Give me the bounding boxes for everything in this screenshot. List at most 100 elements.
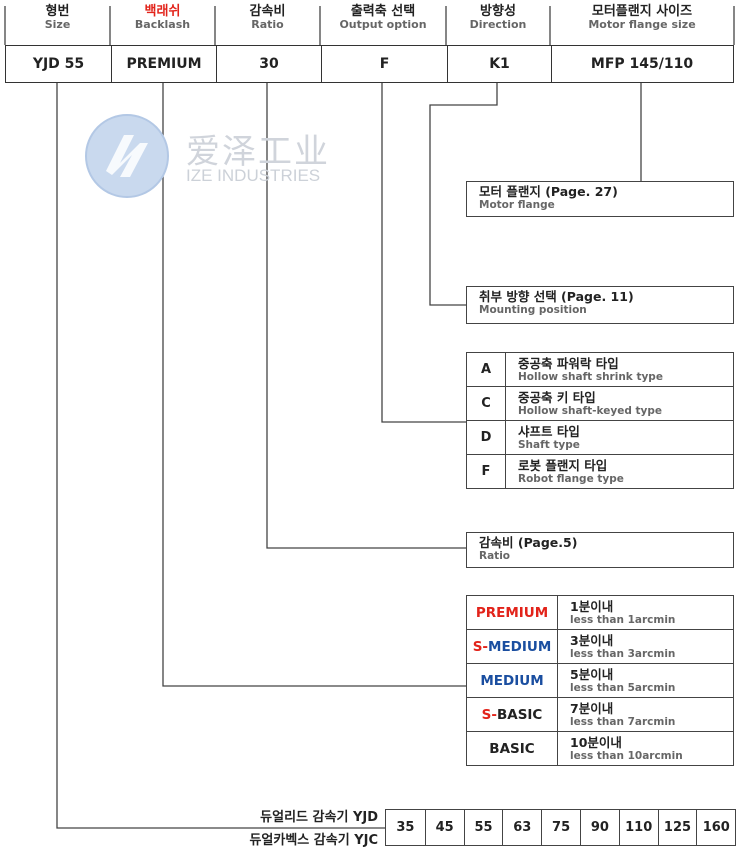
backlash-grade: S-MEDIUM	[466, 629, 558, 664]
value-output: F	[321, 46, 447, 82]
header-motor-flange-subtitle: Motor flange size	[588, 18, 696, 31]
backlash-grade: PREMIUM	[466, 595, 558, 630]
output-option-desc: 샤프트 타입 Shaft type	[505, 420, 734, 455]
output-option-subtitle: Hollow shaft-keyed type	[518, 404, 662, 417]
output-option-subtitle: Robot flange type	[518, 472, 624, 485]
size-value: 45	[424, 810, 464, 845]
backlash-grade-name: MEDIUM	[488, 638, 552, 655]
output-option-desc: 로봇 플랜지 타입 Robot flange type	[505, 454, 734, 489]
value-backlash: PREMIUM	[111, 46, 216, 82]
backlash-grade: S-BASIC	[466, 697, 558, 732]
size-value: 160	[696, 810, 735, 845]
header-ratio-title: 감속비	[249, 4, 286, 19]
mounting-box: 취부 방향 선택 (Page. 11) Mounting position	[466, 286, 734, 324]
backlash-row: S-BASIC 7분이내 less than 7arcmin	[466, 697, 734, 732]
backlash-grade-prefix: S-	[481, 706, 497, 723]
motor-flange-title: 모터 플랜지 (Page. 27)	[479, 184, 618, 199]
connector-backlash	[162, 83, 466, 687]
backlash-subtitle: less than 5arcmin	[570, 681, 676, 694]
backlash-title: 10분이내	[570, 734, 622, 750]
output-option-title: 샤프트 타입	[518, 423, 580, 439]
mounting-title: 취부 방향 선택 (Page. 11)	[479, 289, 634, 304]
backlash-title: 1분이내	[570, 598, 614, 614]
backlash-row: BASIC 10분이내 less than 10arcmin	[466, 731, 734, 766]
header-backlash-title: 백래쉬	[144, 4, 181, 19]
size-value: 55	[463, 810, 503, 845]
backlash-row: MEDIUM 5분이내 less than 5arcmin	[466, 663, 734, 698]
backlash-grade: MEDIUM	[466, 663, 558, 698]
output-option-code: A	[466, 352, 506, 387]
output-option-row: C 중공축 키 타입 Hollow shaft-keyed type	[466, 386, 734, 421]
backlash-table: PREMIUM 1분이내 less than 1arcmin S-MEDIUM …	[466, 595, 734, 766]
ratio-subtitle: Ratio	[479, 550, 511, 562]
series-label-yjd: 듀얼리드 감속기 YJD	[260, 810, 378, 825]
header-motor-flange: 모터플랜지 사이즈 Motor flange size	[550, 4, 734, 44]
output-option-row: A 중공축 파워락 타입 Hollow shaft shrink type	[466, 352, 734, 387]
value-ratio: 30	[216, 46, 321, 82]
backlash-grade-name: BASIC	[489, 740, 535, 757]
output-option-table: A 중공축 파워락 타입 Hollow shaft shrink type C …	[466, 352, 734, 489]
backlash-subtitle: less than 1arcmin	[570, 613, 676, 626]
backlash-desc: 1분이내 less than 1arcmin	[557, 595, 734, 630]
size-values-row: 35 45 55 63 75 90 110 125 160	[385, 809, 737, 846]
size-value: 110	[618, 810, 658, 845]
header-size: 형번 Size	[5, 4, 110, 44]
ratio-box: 감속비 (Page.5) Ratio	[466, 532, 734, 568]
header-motor-flange-title: 모터플랜지 사이즈	[591, 4, 693, 19]
output-option-code: F	[466, 454, 506, 489]
output-option-subtitle: Hollow shaft shrink type	[518, 370, 663, 383]
backlash-subtitle: less than 7arcmin	[570, 715, 676, 728]
watermark-logo-icon	[84, 113, 170, 199]
backlash-grade-name: PREMIUM	[475, 604, 549, 621]
size-value: 35	[396, 820, 415, 835]
backlash-grade-name: MEDIUM	[480, 672, 544, 689]
output-option-title: 로봇 플랜지 타입	[518, 457, 608, 473]
header-direction: 방향성 Direction	[446, 4, 550, 44]
size-value: 75	[541, 810, 580, 845]
value-direction: K1	[447, 46, 551, 82]
ratio-title: 감속비 (Page.5)	[479, 535, 578, 550]
value-size: YJD 55	[32, 56, 85, 72]
connector-ratio	[266, 83, 466, 549]
output-option-code: C	[466, 386, 506, 421]
size-value: 63	[502, 810, 541, 845]
header-output-subtitle: Output option	[339, 18, 427, 31]
backlash-desc: 5분이내 less than 5arcmin	[557, 663, 734, 698]
size-value: 90	[579, 810, 619, 845]
connector-direction	[429, 83, 498, 306]
output-option-row: F 로봇 플랜지 타입 Robot flange type	[466, 454, 734, 489]
motor-flange-box: 모터 플랜지 (Page. 27) Motor flange	[466, 181, 734, 217]
backlash-grade: BASIC	[466, 731, 558, 766]
motor-flange-subtitle: Motor flange	[479, 199, 555, 211]
output-option-subtitle: Shaft type	[518, 438, 580, 451]
output-option-desc: 중공축 키 타입 Hollow shaft-keyed type	[505, 386, 734, 421]
output-option-title: 중공축 키 타입	[518, 389, 596, 405]
header-output: 출력축 선택 Output option	[320, 4, 446, 44]
backlash-desc: 10분이내 less than 10arcmin	[557, 731, 734, 766]
backlash-desc: 7분이내 less than 7arcmin	[557, 697, 734, 732]
backlash-title: 3분이내	[570, 632, 614, 648]
header-direction-subtitle: Direction	[469, 18, 527, 31]
mounting-subtitle: Mounting position	[479, 304, 587, 316]
output-option-code: D	[466, 420, 506, 455]
backlash-row: PREMIUM 1분이내 less than 1arcmin	[466, 595, 734, 630]
header-direction-title: 방향성	[480, 4, 516, 19]
header-ratio: 감속비 Ratio	[215, 4, 320, 44]
output-option-row: D 샤프트 타입 Shaft type	[466, 420, 734, 455]
series-label-yjc: 듀얼카벡스 감속기 YJC	[249, 833, 378, 848]
header-backlash-subtitle: Backlash	[134, 18, 191, 31]
connector-size	[56, 83, 385, 829]
header-separators	[4, 6, 735, 45]
output-option-desc: 중공축 파워락 타입 Hollow shaft shrink type	[505, 352, 734, 387]
header-ratio-subtitle: Ratio	[251, 18, 284, 31]
backlash-subtitle: less than 10arcmin	[570, 749, 683, 762]
backlash-grade-name: BASIC	[496, 706, 543, 723]
backlash-subtitle: less than 3arcmin	[570, 647, 676, 660]
value-motor-flange: MFP 145/110	[551, 46, 732, 82]
model-code-row: YJD 55 PREMIUM 30 F K1 MFP 145/110	[5, 45, 734, 83]
backlash-grade-prefix: S-	[472, 638, 489, 655]
header-size-title: 형번	[45, 4, 70, 19]
backlash-row: S-MEDIUM 3분이내 less than 3arcmin	[466, 629, 734, 664]
header-backlash: 백래쉬 Backlash	[110, 4, 215, 44]
